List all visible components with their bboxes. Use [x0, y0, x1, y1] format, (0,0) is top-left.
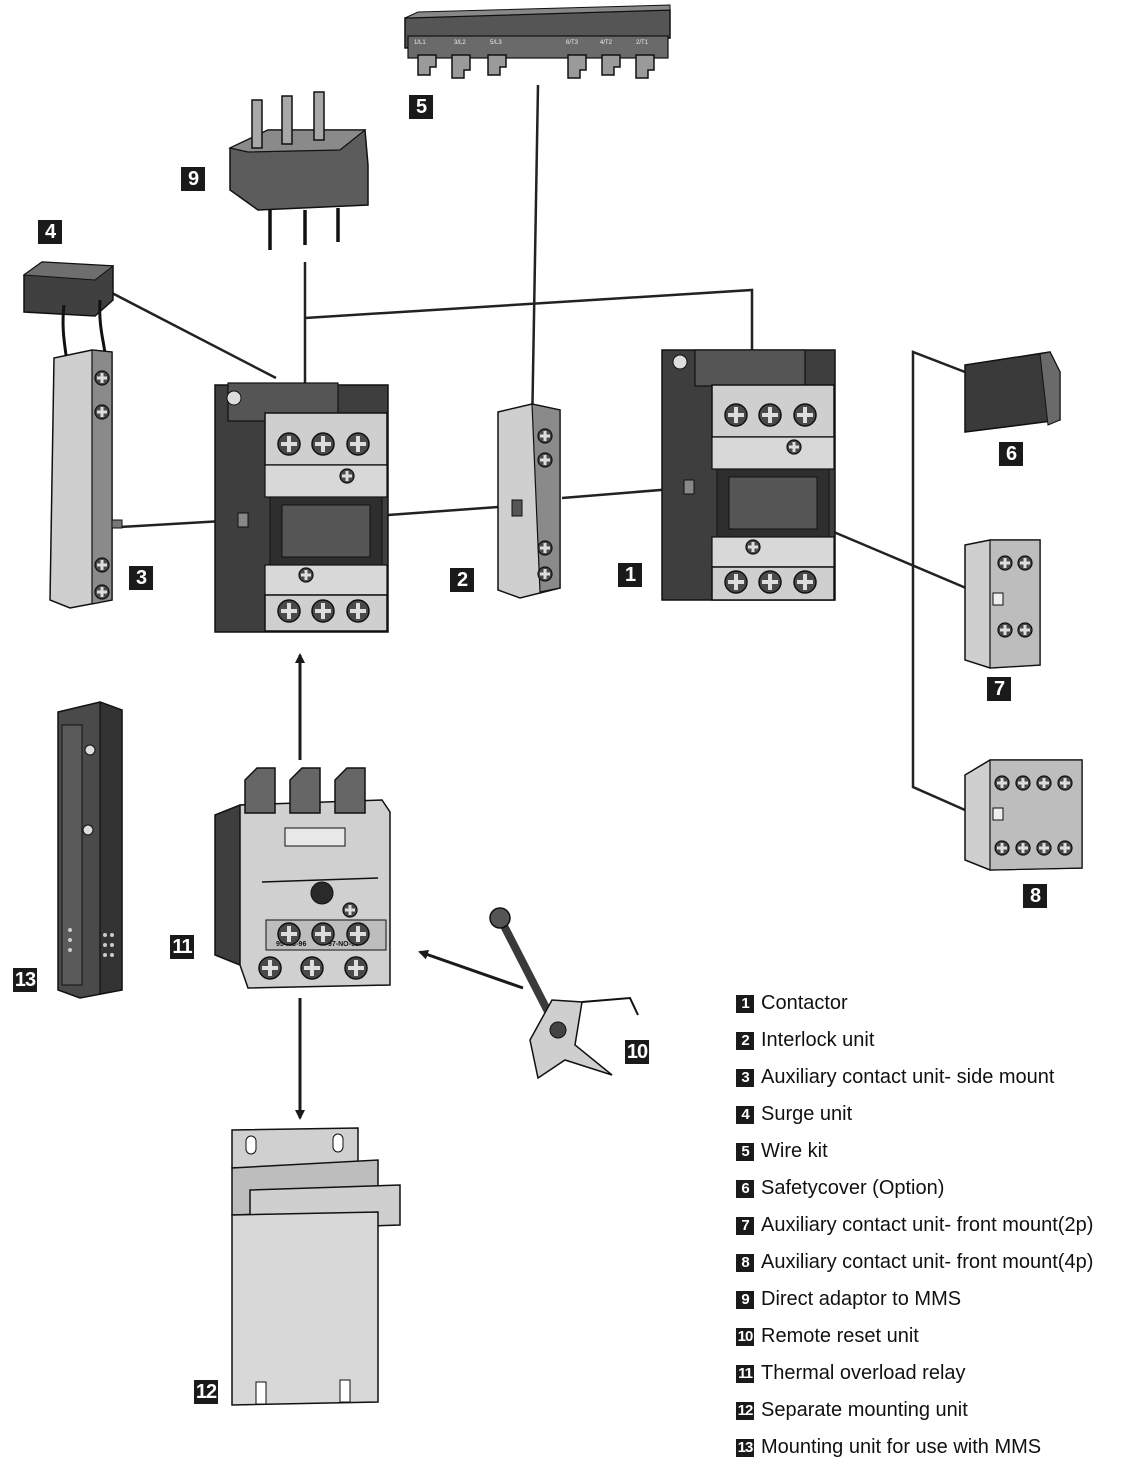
callout-9: 9	[181, 167, 205, 191]
legend-label: Wire kit	[761, 1140, 828, 1162]
legend-number: 2	[736, 1031, 754, 1050]
legend-label: Separate mounting unit	[761, 1399, 968, 1421]
legend-label: Auxiliary contact unit- side mount	[761, 1066, 1055, 1088]
legend-item: 3 Auxiliary contact unit- side mount	[736, 1059, 1093, 1096]
legend-label: Safetycover (Option)	[761, 1177, 945, 1199]
remote-reset-illustration	[489, 907, 639, 1080]
legend-number: 13	[736, 1438, 754, 1457]
legend-label: Contactor	[761, 992, 848, 1014]
callout-5: 5	[409, 95, 433, 119]
legend-number: 7	[736, 1216, 754, 1235]
wire-kit-marking: 5/L3	[490, 40, 502, 46]
legend-label: Interlock unit	[761, 1029, 875, 1051]
legend-number: 1	[736, 994, 754, 1013]
legend-item: 5 Wire kit	[736, 1133, 1093, 1170]
legend-number: 5	[736, 1142, 754, 1161]
legend-label: Direct adaptor to MMS	[761, 1288, 962, 1310]
callout-2: 2	[450, 568, 474, 592]
callout-11: 11	[170, 935, 194, 959]
legend-item: 12 Separate mounting unit	[736, 1392, 1093, 1429]
legend-number: 4	[736, 1105, 754, 1124]
legend-number: 6	[736, 1179, 754, 1198]
callout-1: 1	[618, 563, 642, 587]
callout-10: 10	[625, 1040, 649, 1064]
aux-side-mount-illustration	[49, 349, 123, 609]
wire-kit-marking: 3/L2	[454, 40, 466, 46]
mms-mounting-unit-illustration	[57, 701, 123, 999]
legend-label: Thermal overload relay	[761, 1362, 966, 1384]
callout-7: 7	[987, 677, 1011, 701]
legend-item: 1 Contactor	[736, 985, 1093, 1022]
wire-kit-marking: 6/T3	[566, 40, 579, 46]
aux-front-2p-illustration	[964, 539, 1041, 669]
legend-item: 6 Safetycover (Option)	[736, 1170, 1093, 1207]
callout-13: 13	[13, 968, 37, 992]
wire-kit-marking: 4/T2	[600, 40, 613, 46]
callout-6: 6	[999, 442, 1023, 466]
legend-item: 4 Surge unit	[736, 1096, 1093, 1133]
callout-12: 12	[194, 1380, 218, 1404]
right-contactor-illustration	[661, 349, 836, 601]
legend-item: 13 Mounting unit for use with MMS	[736, 1429, 1093, 1466]
separate-mounting-unit-illustration	[231, 1127, 401, 1406]
wire-kit-marking: 1/L1	[414, 40, 426, 46]
legend-item: 11 Thermal overload relay	[736, 1355, 1093, 1392]
callout-4: 4	[38, 220, 62, 244]
legend-number: 8	[736, 1253, 754, 1272]
interlock-unit-illustration	[497, 403, 561, 599]
legend-item: 2 Interlock unit	[736, 1022, 1093, 1059]
left-contactor-illustration	[214, 382, 389, 633]
mms-adaptor-illustration	[228, 91, 369, 250]
safety-cover-illustration	[964, 351, 1061, 433]
legend-item: 8 Auxiliary contact unit- front mount(4p)	[736, 1244, 1093, 1281]
legend-number: 12	[736, 1401, 754, 1420]
legend-label: Surge unit	[761, 1103, 853, 1125]
legend-number: 3	[736, 1068, 754, 1087]
legend-number: 10	[736, 1327, 754, 1346]
legend-item: 9 Direct adaptor to MMS	[736, 1281, 1093, 1318]
callout-8: 8	[1023, 884, 1047, 908]
callout-3: 3	[129, 566, 153, 590]
wire-kit-illustration: 1/L1 3/L2 5/L3 6/T3 4/T2 2/T1	[404, 4, 671, 79]
legend-item: 10 Remote reset unit	[736, 1318, 1093, 1355]
wire-kit-marking: 2/T1	[636, 40, 649, 46]
legend-label: Auxiliary contact unit- front mount(4p)	[761, 1251, 1094, 1273]
overload-relay-illustration: 95-NC-96 97-NO-98	[214, 767, 391, 989]
legend-number: 9	[736, 1290, 754, 1309]
overload-no-label: 97-NO-98	[328, 941, 359, 948]
aux-front-4p-illustration	[964, 759, 1083, 871]
legend-label: Mounting unit for use with MMS	[761, 1436, 1042, 1458]
legend-label: Auxiliary contact unit- front mount(2p)	[761, 1214, 1094, 1236]
legend-number: 11	[736, 1364, 754, 1383]
assembly-arrows	[295, 653, 524, 1120]
legend-label: Remote reset unit	[761, 1325, 919, 1347]
legend-item: 7 Auxiliary contact unit- front mount(2p)	[736, 1207, 1093, 1244]
